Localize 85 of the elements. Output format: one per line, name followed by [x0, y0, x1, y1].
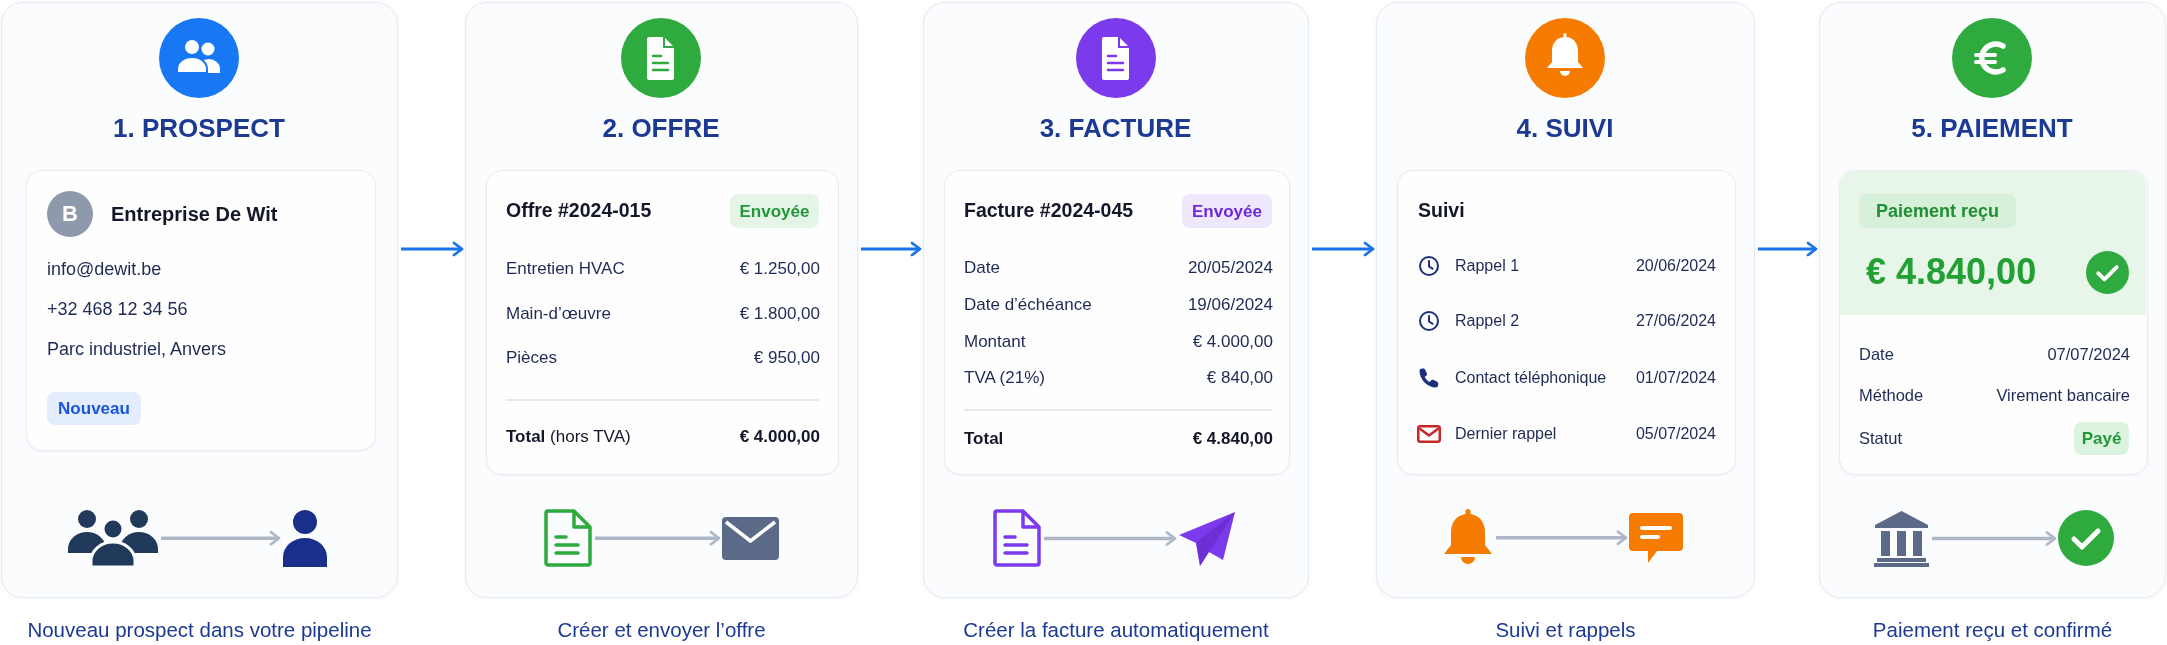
bell-icon — [1443, 509, 1493, 566]
follow-up-card — [1397, 170, 1736, 475]
people-group-icon — [68, 509, 158, 567]
step-panel — [923, 2, 1309, 598]
step-panel — [1376, 2, 1755, 598]
reminder-date: 20/06/2024 — [1635, 256, 1716, 276]
reminder-date: 01/07/2024 — [1635, 368, 1716, 388]
status-badge: Envoyée — [730, 194, 819, 228]
step-panel — [1, 2, 398, 598]
avatar: B — [47, 191, 93, 237]
address: Parc industriel, Anvers — [47, 339, 227, 361]
line-item-label: Entretien HVAC — [506, 258, 625, 280]
line-item-amount: € 1.250,00 — [739, 258, 820, 280]
line-item-label: Pièces — [506, 347, 558, 369]
field-label: TVA (21%) — [964, 367, 1045, 389]
line-item-amount: € 950,00 — [753, 347, 820, 369]
contact-card — [26, 170, 376, 451]
quote-number: Offre #2024-015 — [506, 199, 652, 223]
total-amount: € 4.840,00 — [1192, 428, 1273, 450]
payment-card — [1839, 170, 2148, 475]
check-icon — [2058, 510, 2114, 566]
step-title: 4. SUIVI — [1516, 113, 1614, 145]
field-label: Méthode — [1859, 386, 1924, 406]
arrow — [1496, 530, 1628, 546]
arrow — [1044, 531, 1177, 546]
step-caption: Nouveau prospect dans votre pipeline — [27, 617, 372, 643]
reminder-label: Rappel 1 — [1455, 256, 1520, 276]
arrow — [161, 530, 281, 546]
field-label: Statut — [1859, 429, 1903, 449]
arrow — [401, 241, 464, 257]
company-name: Entreprise De Wit — [111, 202, 278, 226]
reminder-label: Rappel 2 — [1455, 311, 1520, 331]
total-label: Total — [964, 428, 1004, 450]
status-badge: Nouveau — [47, 392, 141, 425]
step-title: 5. PAIEMENT — [1911, 113, 2073, 145]
reminder-date: 27/06/2024 — [1635, 311, 1716, 331]
line-item-label: Main-d’œuvre — [506, 303, 611, 325]
step-caption: Créer et envoyer l’offre — [557, 617, 766, 643]
document-icon — [544, 509, 592, 567]
document-icon — [993, 509, 1041, 567]
person-icon — [282, 510, 328, 567]
field-value: 07/07/2024 — [2047, 345, 2130, 365]
total-amount: € 4.000,00 — [739, 426, 820, 448]
status-badge: Payé — [2074, 422, 2129, 455]
payment-summary-band — [1840, 171, 2146, 315]
arrow — [861, 241, 922, 257]
arrow — [1312, 241, 1375, 257]
phone-number: +32 468 12 34 56 — [47, 299, 188, 321]
arrow — [1758, 241, 1818, 257]
step-title: 3. FACTURE — [1039, 113, 1192, 145]
step-title: 1. PROSPECT — [113, 113, 285, 145]
envelope-icon — [722, 517, 779, 560]
step-title: 2. OFFRE — [602, 113, 720, 145]
card-heading: Suivi — [1418, 199, 1465, 223]
field-value: € 840,00 — [1206, 367, 1273, 389]
field-label: Montant — [964, 331, 1026, 353]
field-value: € 4.000,00 — [1192, 331, 1273, 353]
reminder-label: Contact téléphonique — [1455, 368, 1607, 388]
field-value: 19/06/2024 — [1187, 294, 1273, 316]
field-label: Date — [964, 257, 1000, 279]
reminder-date: 05/07/2024 — [1635, 424, 1716, 444]
step-caption: Paiement reçu et confirmé — [1872, 617, 2113, 643]
step-caption: Créer la facture automatiquement — [963, 617, 1269, 643]
chat-bubble-icon — [1629, 513, 1683, 563]
field-value: 20/05/2024 — [1187, 257, 1273, 279]
quote-card — [486, 170, 839, 475]
arrow — [595, 530, 721, 546]
status-badge: Envoyée — [1182, 194, 1272, 228]
field-label: Date — [1859, 345, 1894, 365]
payment-amount: € 4.840,00 — [1866, 250, 2037, 294]
reminder-label: Dernier rappel — [1455, 424, 1557, 444]
email-address: info@dewit.be — [47, 259, 162, 281]
arrow — [1932, 531, 2057, 546]
total-label: Total (hors TVA) — [506, 426, 631, 448]
status-badge: Paiement reçu — [1859, 194, 2016, 228]
field-value: Virement bancaire — [1996, 386, 2130, 406]
field-label: Date d’échéance — [964, 294, 1092, 316]
paper-plane-icon — [1178, 511, 1235, 567]
bank-icon — [1874, 511, 1929, 567]
step-caption: Suivi et rappels — [1495, 617, 1636, 643]
step-panel — [1819, 2, 2166, 598]
invoice-number: Facture #2024-045 — [964, 199, 1134, 223]
step-panel — [465, 2, 858, 598]
line-item-amount: € 1.800,00 — [739, 303, 820, 325]
invoice-card — [944, 170, 1290, 475]
